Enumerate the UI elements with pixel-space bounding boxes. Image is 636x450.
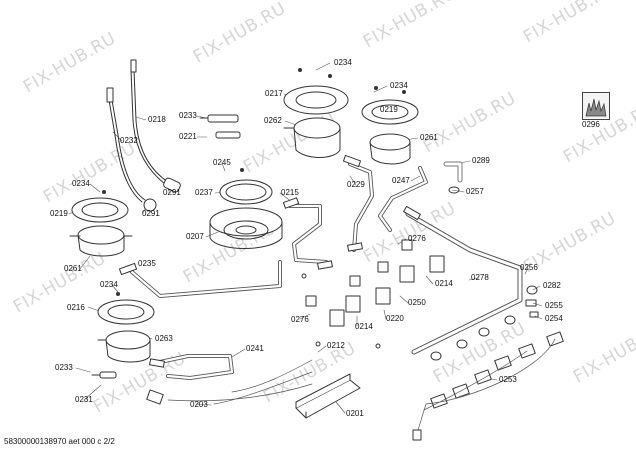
part-label: 0234 [100,280,118,289]
thermocouple-0232 [107,88,156,211]
part-label: 0212 [327,341,345,350]
part-label: 0296 [582,120,600,129]
part-label: 0282 [543,281,561,290]
part-label: 0261 [420,133,438,142]
center-burner-assembly [210,169,282,249]
small-parts [302,274,538,360]
part-label: 0232 [120,136,138,145]
part-label: 0229 [347,180,365,189]
elbow-fitting-0289 [446,164,460,193]
part-label: 0257 [466,187,484,196]
ignition-wiring [168,339,555,430]
thermocouple-0231 [92,372,116,378]
part-label: 0237 [195,188,213,197]
lower-left-burner-assembly [98,293,154,363]
part-label: 0291 [163,188,181,197]
part-label: 0221 [179,132,197,141]
part-label: 0234 [334,58,352,67]
part-label: 0217 [265,89,283,98]
part-label: 0247 [392,176,410,185]
part-label: 0218 [148,115,166,124]
part-label: 0250 [408,298,426,307]
injectors [119,155,420,367]
ignition-plug-0221 [200,115,240,138]
gas-valves [306,240,444,326]
part-label: 0253 [499,375,517,384]
part-label: 0233 [179,111,197,120]
part-label: 0214 [435,279,453,288]
part-label: 0278 [471,273,489,282]
flame-reference-icon [582,92,610,120]
upper-middle-burner-assembly [284,69,348,158]
part-label: 0234 [390,81,408,90]
thermocouple-0218 [131,60,181,193]
part-label: 0231 [75,395,93,404]
document-footer: 58300000138970 aet 000 c 2/2 [4,437,115,446]
cable-plug-0203 [147,390,164,404]
part-label: 0201 [346,409,364,418]
part-label: 0276 [408,234,426,243]
part-label: 0245 [213,158,231,167]
part-label: 0219 [50,209,68,218]
part-label: 0256 [520,263,538,272]
part-label: 0203 [190,400,208,409]
part-label: 0263 [155,334,173,343]
part-label: 0207 [186,232,204,241]
part-label: 0214 [355,322,373,331]
spark-generator-0201 [296,374,360,418]
part-label: 0241 [246,344,264,353]
plug-end [413,430,421,440]
part-label: 0255 [545,301,563,310]
part-label: 0291 [142,209,160,218]
part-label: 0219 [380,105,398,114]
part-label: 0220 [386,314,404,323]
part-label: 0262 [264,116,282,125]
upper-right-burner-assembly [362,87,418,165]
part-label: 0289 [472,156,490,165]
part-label: 0233 [55,363,73,372]
part-label: 0254 [545,314,563,323]
part-label: 0235 [138,259,156,268]
part-label: 0215 [281,188,299,197]
left-burner-assembly [70,191,132,257]
part-label: 0216 [67,303,85,312]
part-label: 0261 [64,264,82,273]
part-label: 0276 [291,315,309,324]
part-label: 0234 [72,179,90,188]
gas-pipes [132,164,520,378]
